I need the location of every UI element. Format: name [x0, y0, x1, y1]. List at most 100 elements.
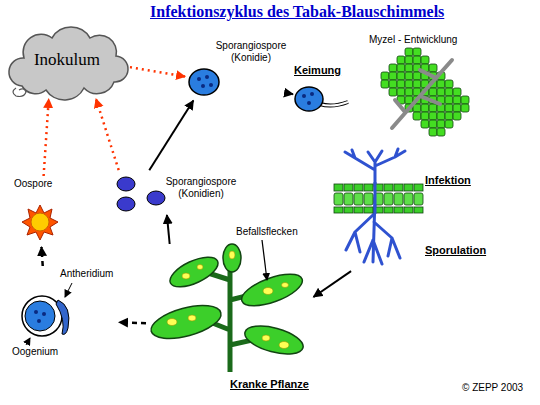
spore	[117, 177, 135, 191]
mycelium-cell	[397, 80, 405, 88]
mycelium-cell	[453, 96, 461, 104]
spore-stage: Sporangiospore (Konidien)	[112, 172, 244, 212]
mycelium-cell	[389, 80, 397, 88]
epidermis-cell	[404, 184, 413, 191]
mycelium-cell	[397, 72, 405, 80]
mycelium-cell	[413, 48, 421, 56]
stage-label: Sporulation	[425, 244, 486, 257]
cycle-arrow	[291, 93, 294, 95]
mycelium-cell	[405, 72, 413, 80]
inoculum-arrow	[96, 99, 119, 170]
palisade-cell	[344, 193, 353, 205]
epidermis-cell	[334, 207, 343, 213]
leaf	[223, 244, 241, 272]
cycle-arrow	[41, 247, 42, 266]
mycelium-cell	[413, 72, 421, 80]
mycelium-cell	[389, 64, 397, 72]
cloud-shape	[9, 27, 128, 100]
epidermis-cell	[404, 207, 413, 213]
mycelium-cell	[413, 56, 421, 64]
spore	[147, 191, 165, 205]
stage-label: Antheridium	[60, 268, 113, 280]
palisade-cell	[404, 193, 413, 205]
spore-dot	[197, 77, 201, 81]
inoculum-cloud	[9, 27, 128, 100]
stage-label: Oospore	[14, 178, 52, 190]
nucleus	[42, 312, 46, 316]
palisade-cell	[414, 193, 423, 205]
mycelium-cell	[429, 128, 437, 136]
lesion-spot	[197, 265, 203, 270]
antheridium	[56, 300, 69, 334]
cloud-curl	[13, 88, 26, 97]
mycelium-cell	[429, 88, 437, 96]
diseased-plant: Kranke Pflanze	[148, 246, 311, 395]
spore-dot	[310, 92, 314, 96]
spore-dot	[209, 83, 213, 87]
oospore	[22, 205, 58, 240]
hyphae	[346, 198, 400, 264]
oogonium-wall	[22, 296, 62, 336]
mycelium-cell	[461, 96, 469, 104]
stage-label: Sporangiospore (Konidie)	[210, 40, 292, 63]
epidermis-cell	[364, 207, 373, 213]
copyright-note: © ZEPP 2003	[462, 382, 523, 394]
oospore-core	[31, 213, 49, 231]
mycelium-cell	[445, 104, 453, 112]
mycelium-stage: Myzel - Entwicklung	[365, 34, 480, 146]
leader-arrow	[262, 240, 267, 280]
lesion-spots	[167, 251, 289, 349]
leaf	[148, 299, 225, 345]
mycelium-cell	[437, 88, 445, 96]
mycelium-cell	[445, 96, 453, 104]
epidermis-cell	[394, 184, 403, 191]
mycelium-cell	[461, 104, 469, 112]
mycelium-cell	[453, 112, 461, 120]
epidermis-cell	[354, 184, 363, 191]
stage-label: Keimung	[294, 64, 341, 77]
oospore-wall	[22, 205, 58, 240]
lesion-spot	[279, 342, 289, 349]
mycelium-cell	[413, 112, 421, 120]
mycelium	[381, 48, 469, 136]
cycle-arrow	[119, 322, 146, 323]
lesion-spot	[263, 288, 273, 295]
palisade-cell	[334, 193, 343, 205]
epidermis-cell	[414, 184, 423, 191]
hypha	[392, 60, 452, 128]
mycelium-cell	[445, 80, 453, 88]
mycelium-cell	[421, 120, 429, 128]
stage-label: Sporangiospore (Konidien)	[160, 176, 242, 199]
mycelium-cell	[405, 88, 413, 96]
infection-stage: InfektionSporulation	[325, 148, 488, 270]
sporangiospore	[189, 69, 219, 95]
mycelium-cell	[405, 80, 413, 88]
spore-dot	[201, 84, 205, 88]
lesion-spot	[229, 251, 235, 259]
epidermis-cell	[334, 184, 343, 191]
spore-body	[295, 87, 323, 111]
epidermis-cell	[354, 207, 363, 213]
cloud-label: Inokulum	[8, 50, 126, 70]
spore	[117, 197, 135, 211]
spore-body	[189, 69, 219, 95]
mycelium-cell	[437, 128, 445, 136]
stage-label: Oogenium	[12, 346, 58, 358]
mycelium-cell	[389, 72, 397, 80]
palisade-cell	[354, 193, 363, 205]
mycelium-cell	[437, 80, 445, 88]
mycelium-cell	[445, 120, 453, 128]
germ-tube	[320, 102, 348, 106]
leaf	[238, 268, 306, 312]
diagram-title: Infektionszyklus des Tabak-Blauschimmels	[150, 3, 444, 21]
lesion-spot	[167, 319, 177, 326]
diseased-plant	[148, 244, 307, 372]
mycelium-cell	[397, 88, 405, 96]
sporangiophore	[345, 149, 405, 186]
lesion-spot	[182, 273, 190, 279]
mycelium-cell	[429, 104, 437, 112]
oogonium	[22, 283, 72, 345]
stage-label: Myzel - Entwicklung	[369, 34, 457, 46]
